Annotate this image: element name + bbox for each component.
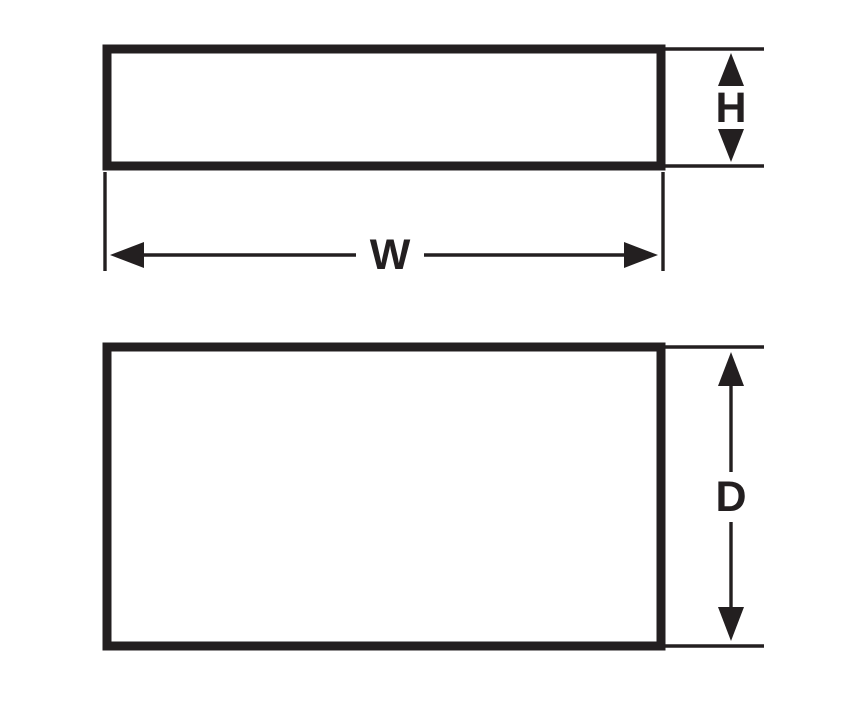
front-view <box>102 44 666 171</box>
top-view <box>102 342 666 651</box>
arrow-right-icon <box>624 242 658 268</box>
arrow-up-icon <box>718 53 744 86</box>
front-view-rectangle <box>102 44 666 171</box>
arrow-left-icon <box>110 242 144 268</box>
width-dimension: W <box>103 172 665 279</box>
top-view-rectangle <box>102 342 666 651</box>
height-label: H <box>715 84 746 132</box>
width-label: W <box>370 231 411 279</box>
arrow-up-icon <box>718 352 744 386</box>
height-dimension: H <box>661 47 764 168</box>
depth-label: D <box>715 473 746 521</box>
arrow-down-icon <box>718 607 744 641</box>
arrow-down-icon <box>718 129 744 162</box>
depth-dimension: D <box>661 345 764 648</box>
